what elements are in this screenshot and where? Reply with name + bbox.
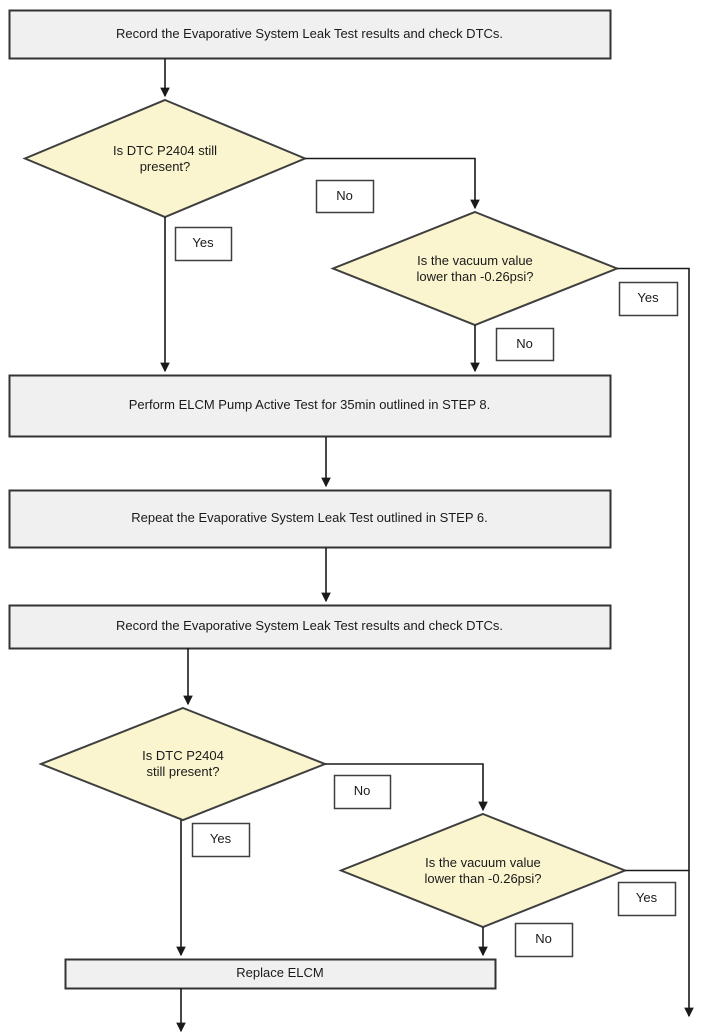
- edge-label-vacuum2-yes-box: [617, 881, 677, 917]
- edge-label-dtc1-no-box: [315, 179, 375, 214]
- edge-label-vacuum1-no-box: [495, 327, 555, 362]
- edge-label-dtc2-yes-box: [191, 822, 251, 858]
- decision-vacuum-2-shape: [338, 812, 628, 929]
- edge-label-vacuum1-yes-box: [618, 281, 679, 317]
- edge-dtc2-no-to-vacuum2: [325, 763, 488, 812]
- process-repeat-leak-test-shape: [8, 489, 612, 549]
- process-record-2-shape: [8, 604, 612, 650]
- process-record-1-shape: [8, 9, 612, 60]
- decision-vacuum-1-shape: [330, 210, 620, 327]
- edge-vacuum1-yes-to-right-rail: [617, 267, 694, 1018]
- edge-label-dtc1-yes-box: [174, 226, 233, 262]
- process-pump-test-shape: [8, 374, 612, 438]
- process-replace-elcm-shape: [64, 958, 497, 990]
- decision-dtc-2-shape: [38, 706, 328, 822]
- decision-dtc-1-shape: [22, 98, 308, 219]
- edge-label-vacuum2-no-box: [514, 922, 574, 958]
- edge-label-dtc2-no-box: [333, 774, 392, 810]
- edge-dtc1-no-to-vacuum1: [305, 157, 480, 210]
